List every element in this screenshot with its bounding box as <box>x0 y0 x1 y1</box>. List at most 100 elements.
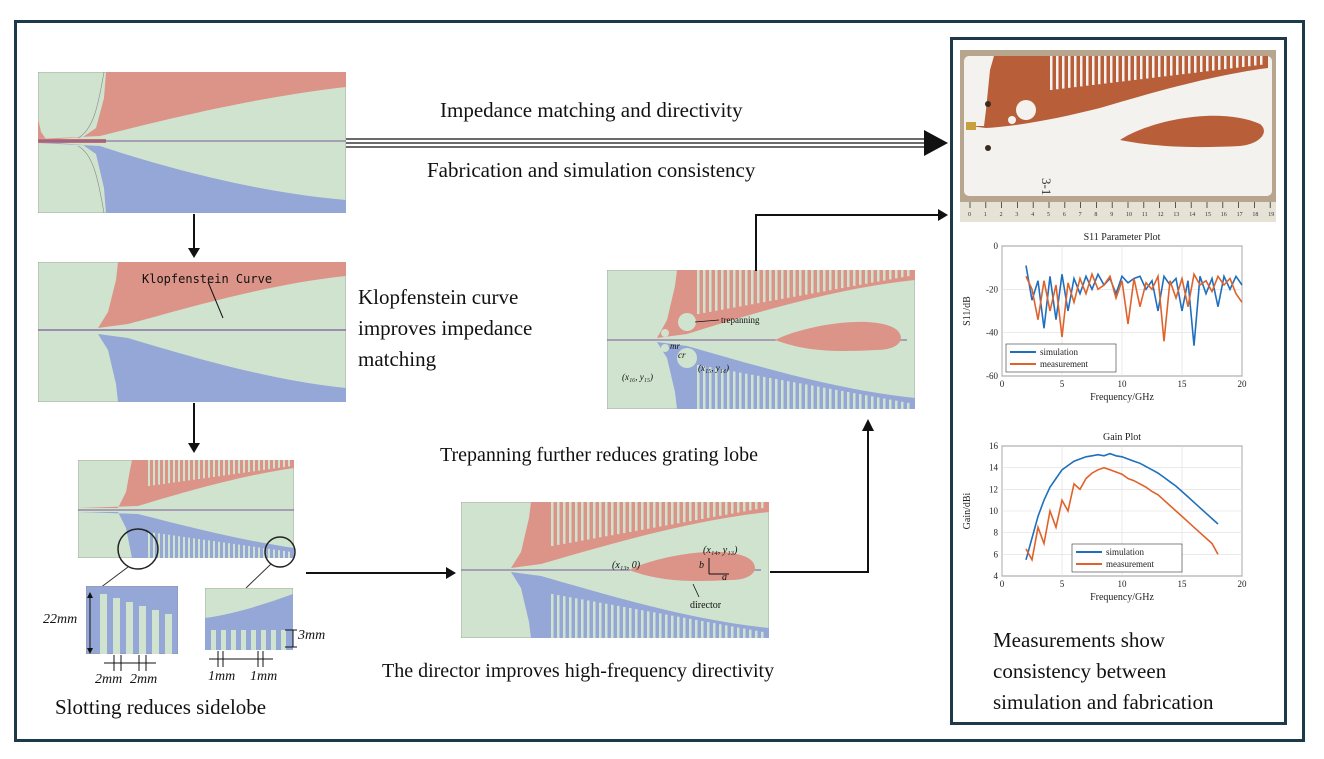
slot <box>258 547 260 558</box>
slot <box>695 619 698 638</box>
slot <box>647 502 650 529</box>
slot <box>238 544 240 558</box>
x-tick-label: 5 <box>1060 379 1065 389</box>
y-axis-label: Gain/dBi <box>962 492 973 529</box>
slot <box>731 626 734 638</box>
y-axis-label: S11/dB <box>962 296 973 326</box>
label-x15: (x₁₅, y₁₄) <box>698 363 729 373</box>
slot <box>193 460 195 480</box>
slot <box>263 548 265 558</box>
slot <box>268 460 270 470</box>
slot <box>835 389 838 409</box>
slot <box>641 502 644 530</box>
slot <box>739 270 742 307</box>
results-panel <box>950 37 1287 725</box>
dim-1mm-b: 1mm <box>250 669 278 684</box>
slot <box>617 502 620 535</box>
slot <box>817 270 820 293</box>
slot <box>841 390 844 409</box>
slot <box>273 460 275 469</box>
slot <box>895 400 898 409</box>
label-a: a <box>722 572 727 583</box>
y-tick-label: 16 <box>989 441 999 451</box>
klopfenstein-desc-line2: improves impedance <box>358 316 533 340</box>
x-tick-label: 10 <box>1118 579 1128 589</box>
slot <box>635 609 638 638</box>
x-tick-label: 15 <box>1178 379 1188 389</box>
slot <box>799 383 802 409</box>
slot <box>713 623 716 638</box>
slot <box>877 397 880 409</box>
slot <box>605 603 608 638</box>
slot <box>871 270 874 283</box>
slot <box>1104 56 1107 84</box>
x-tick-label: 0 <box>1000 379 1005 389</box>
slot <box>811 385 814 409</box>
trepanning-caption: Trepanning further reduces grating lobe <box>440 444 759 466</box>
slot <box>258 460 260 471</box>
slot <box>755 630 758 638</box>
slot <box>877 270 880 282</box>
slot <box>859 394 862 409</box>
ruler-label: 5 <box>1047 212 1050 218</box>
dim-1mm-a: 1mm <box>208 669 236 684</box>
y-tick-label: 6 <box>994 549 999 559</box>
slot <box>223 542 225 558</box>
slot <box>737 502 740 513</box>
label-cr: cr <box>678 350 686 360</box>
ruler-label: 11 <box>1142 212 1148 218</box>
slot <box>883 270 886 281</box>
slot <box>757 270 760 304</box>
slot <box>1224 56 1227 70</box>
legend-box <box>1005 343 1117 373</box>
legend-entry: simulation <box>1040 347 1078 357</box>
series-line-measurement <box>1025 466 1219 563</box>
slot <box>243 545 245 558</box>
slot <box>218 541 220 558</box>
slot <box>853 393 856 409</box>
slot <box>737 627 740 638</box>
ruler-label: 17 <box>1237 212 1243 218</box>
x-tick-label: 15 <box>1178 579 1188 589</box>
slot <box>889 270 892 280</box>
slot <box>689 502 692 522</box>
slot <box>755 502 758 510</box>
slot <box>677 502 680 524</box>
x-tick-label: 10 <box>1118 379 1128 389</box>
ruler-label: 6 <box>1063 212 1066 218</box>
slot <box>248 546 250 558</box>
slot <box>805 270 808 295</box>
x-axis-label: Frequency/GHz <box>1090 392 1154 403</box>
slot <box>847 270 850 287</box>
chart-title: Gain Plot <box>1103 432 1141 443</box>
antenna-trepanning-panel <box>607 270 915 409</box>
legend-box <box>1071 543 1183 573</box>
slot <box>775 379 778 409</box>
slot <box>677 616 680 638</box>
slot <box>739 372 742 409</box>
slot <box>1098 56 1101 85</box>
slot <box>907 402 910 409</box>
ruler-label: 8 <box>1094 212 1097 218</box>
slot <box>611 604 614 638</box>
slot <box>671 615 674 638</box>
slot <box>1074 56 1077 88</box>
klopfenstein-desc-line1: Klopfenstein curve <box>358 285 519 309</box>
arrow-right-slot <box>306 567 456 579</box>
x-tick-label: 20 <box>1238 579 1248 589</box>
slot <box>769 270 772 302</box>
slot <box>793 382 796 409</box>
slot <box>617 605 620 638</box>
slot <box>1260 56 1263 65</box>
slot <box>148 460 150 486</box>
slot <box>781 270 784 299</box>
slot <box>769 377 772 409</box>
slotting-caption: Slotting reduces sidelobe <box>55 695 267 719</box>
slot <box>148 532 150 558</box>
antenna-basic-panel <box>38 72 346 213</box>
slot <box>703 270 706 313</box>
slot <box>653 502 656 528</box>
slot <box>263 460 265 470</box>
slot <box>278 550 280 558</box>
slot <box>1146 56 1149 79</box>
